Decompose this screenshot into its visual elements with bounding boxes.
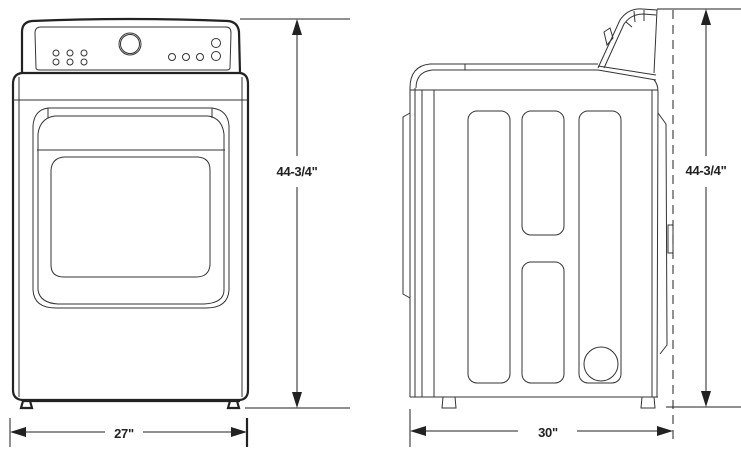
side-foot-front xyxy=(441,396,457,409)
arrow-left-icon xyxy=(10,427,26,437)
console-profile xyxy=(597,8,658,81)
button-icon xyxy=(52,58,60,66)
cabinet xyxy=(11,71,250,403)
arrow-up-icon xyxy=(701,9,711,25)
door xyxy=(32,107,230,309)
door-profile xyxy=(402,112,411,299)
vent-outlet-icon xyxy=(583,346,619,382)
control-console xyxy=(20,17,242,74)
button-icon xyxy=(52,49,60,57)
front-width-dimension: 27" xyxy=(9,418,249,447)
side-foot-rear xyxy=(640,396,656,409)
button-icon xyxy=(66,58,74,66)
side-height-dimension: 44-3/4" xyxy=(657,8,741,408)
front-view: 44-3/4" 27" xyxy=(9,17,350,447)
button-icon xyxy=(211,38,221,48)
front-width-label: 27" xyxy=(114,426,134,441)
button-icon xyxy=(80,49,88,57)
arrow-down-icon xyxy=(701,391,711,407)
foot-left xyxy=(19,400,34,410)
arrow-down-icon xyxy=(292,392,302,408)
front-height-dimension: 44-3/4" xyxy=(240,18,350,409)
button-icon xyxy=(80,58,88,66)
door-window xyxy=(50,156,211,278)
foot-right xyxy=(226,400,241,410)
left-buttons xyxy=(52,49,88,66)
side-view: 44-3/4" 30" xyxy=(402,8,741,447)
button-icon xyxy=(196,53,204,61)
button-icon xyxy=(211,51,221,61)
button-icon xyxy=(182,53,190,61)
button-icon xyxy=(66,49,74,57)
side-depth-dimension: 30" xyxy=(409,409,673,447)
right-buttons xyxy=(168,38,221,61)
arrow-right-icon xyxy=(657,426,673,436)
arrow-right-icon xyxy=(231,427,247,437)
vent-connector xyxy=(667,224,674,254)
rear-profile xyxy=(657,112,668,355)
button-icon xyxy=(168,53,176,61)
side-panels xyxy=(467,110,622,384)
dial-knob-icon xyxy=(118,32,142,56)
arrow-up-icon xyxy=(292,19,302,35)
arrow-left-icon xyxy=(410,426,426,436)
front-height-label: 44-3/4" xyxy=(277,164,318,179)
side-height-label: 44-3/4" xyxy=(686,163,727,178)
side-depth-label: 30" xyxy=(538,425,558,440)
side-cabinet xyxy=(402,63,674,398)
console-knob-icon xyxy=(603,27,614,47)
